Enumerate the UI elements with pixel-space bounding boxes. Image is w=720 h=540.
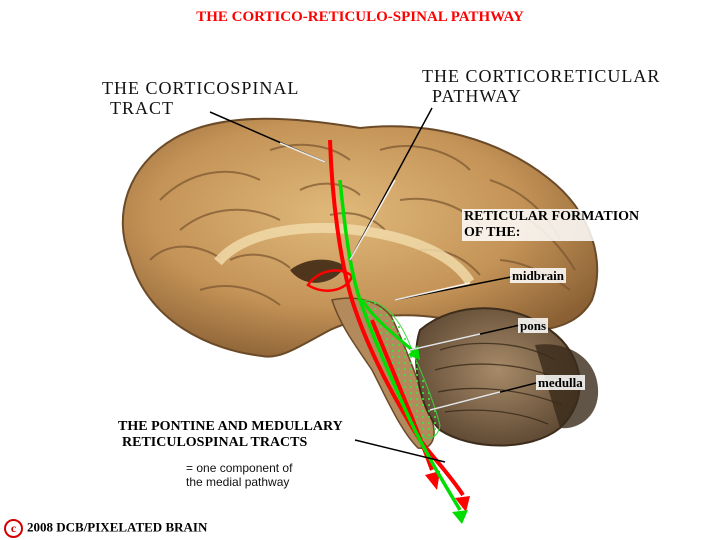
corticoreticular-label-line2: PATHWAY bbox=[432, 86, 522, 106]
cerebrum-shape bbox=[121, 117, 599, 358]
reticular-formation-label: RETICULAR FORMATION OF THE: bbox=[462, 209, 642, 241]
corticoreticular-pathway-line bbox=[338, 179, 462, 511]
note-line1: = one component of bbox=[186, 461, 293, 475]
corticospinal-arrowhead bbox=[455, 496, 470, 512]
corpus-callosum bbox=[214, 223, 475, 285]
copyright-icon: c bbox=[4, 519, 23, 538]
corticoreticular-arrowhead bbox=[452, 510, 468, 524]
reticular-label-line2: OF THE: bbox=[464, 225, 521, 240]
corticospinal-label-line1: THE CORTICOSPINAL bbox=[102, 78, 300, 98]
reticulospinal-label-line1: THE PONTINE AND MEDULLARY bbox=[118, 419, 343, 434]
corticoreticular-label: THE CORTICORETICULAR PATHWAY bbox=[422, 66, 660, 106]
corticospinal-label-line2: TRACT bbox=[110, 98, 175, 118]
page-title: THE CORTICO-RETICULO-SPINAL PATHWAY bbox=[196, 9, 524, 25]
red-branch-arrowhead bbox=[425, 471, 440, 490]
corticoreticular-label-line1: THE CORTICORETICULAR bbox=[422, 66, 661, 86]
medulla-label: medulla bbox=[536, 375, 585, 390]
midbrain-label: midbrain bbox=[510, 268, 567, 283]
corticospinal-label: THE CORTICOSPINAL TRACT bbox=[102, 78, 299, 118]
copyright-text: 2008 DCB/PIXELATED BRAIN bbox=[27, 519, 208, 535]
pons-label: pons bbox=[518, 318, 549, 333]
reticular-label-line1: RETICULAR FORMATION bbox=[464, 209, 640, 224]
medial-pathway-note: = one component of the medial pathway bbox=[186, 461, 292, 489]
note-line2: the medial pathway bbox=[186, 475, 290, 489]
reticulospinal-label-line2: RETICULOSPINAL TRACTS bbox=[122, 435, 308, 450]
reticulospinal-label: THE PONTINE AND MEDULLARY RETICULOSPINAL… bbox=[118, 419, 343, 451]
